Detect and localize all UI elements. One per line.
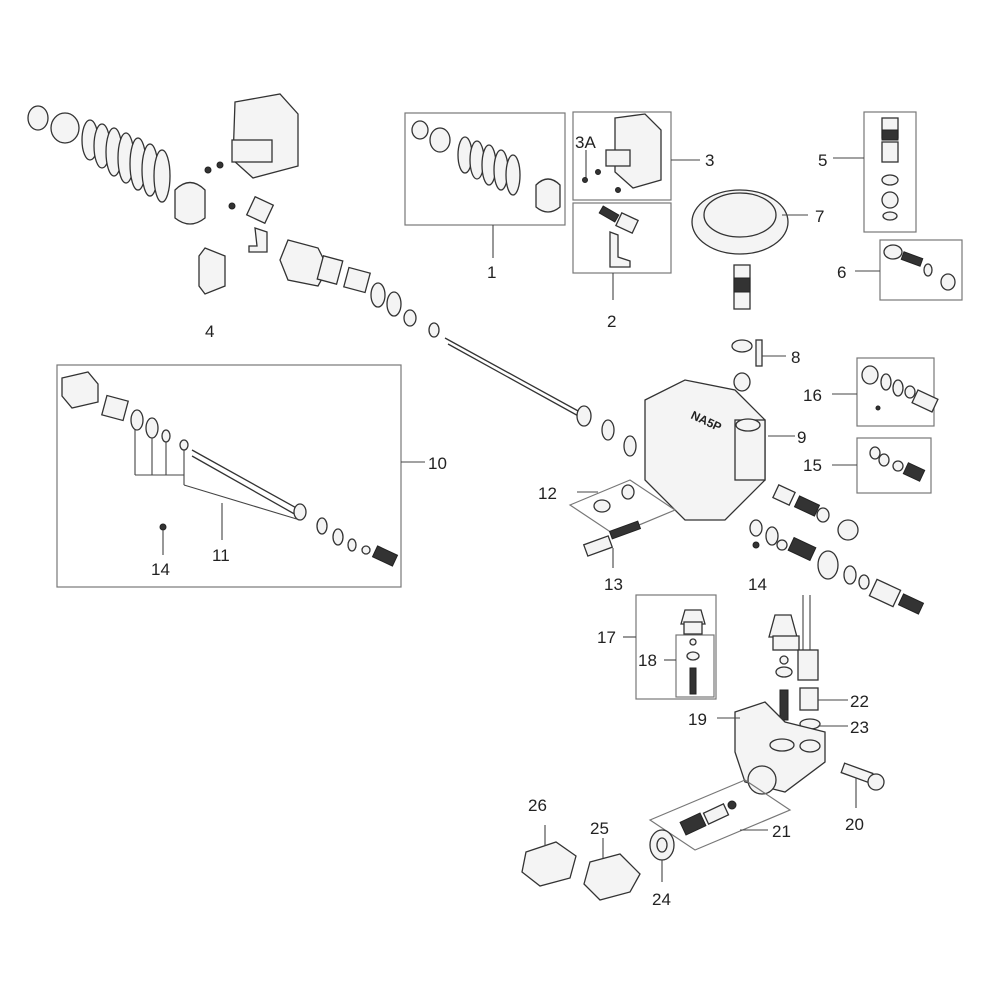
callout-2: 2 [607,312,616,331]
callout-11: 11 [212,546,230,565]
callout-4: 4 [205,322,214,341]
box-part-10 [56,364,425,588]
callout-21: 21 [772,822,791,841]
pressure-knob-7 [691,189,808,392]
pump-housing-9: NA5P [644,379,925,615]
callout-5: 5 [818,151,827,170]
box-part-21 [521,779,792,901]
callout-10: 10 [428,454,447,473]
callout-3a: 3A [575,133,596,152]
callout-8: 8 [791,348,800,367]
callout-3: 3 [705,151,714,170]
callout-12: 12 [538,484,557,503]
callout-13: 13 [604,575,623,594]
box-part-15 [832,437,932,494]
callout-25: 25 [590,819,609,838]
box-part-12 [568,479,677,568]
callout-14-left: 14 [151,560,170,579]
box-part-6 [855,239,963,301]
callout-22: 22 [850,692,869,711]
callout-1: 1 [487,263,496,282]
callout-19: 19 [688,710,707,729]
box-part-5 [833,111,917,233]
callout-24: 24 [652,890,671,909]
manifold-19 [717,595,885,808]
callout-15: 15 [803,456,822,475]
callout-14-right: 14 [748,575,767,594]
box-part-16 [832,357,939,427]
callout-9: 9 [797,428,806,447]
callout-7: 7 [815,207,824,226]
box-part-17 [623,594,717,700]
callout-18: 18 [638,651,657,670]
box-part-3 [572,111,700,201]
callout-6: 6 [837,263,846,282]
box-part-1 [404,112,566,258]
callout-26: 26 [528,796,547,815]
callout-17: 17 [597,628,616,647]
callout-labels: 1 2 3 3A 4 5 6 7 8 9 10 11 12 13 14 14 1… [151,133,869,909]
unloader-spring-assembly [27,93,637,457]
callout-23: 23 [850,718,869,737]
box-part-2 [572,202,672,300]
callout-20: 20 [845,815,864,834]
callout-16: 16 [803,386,822,405]
